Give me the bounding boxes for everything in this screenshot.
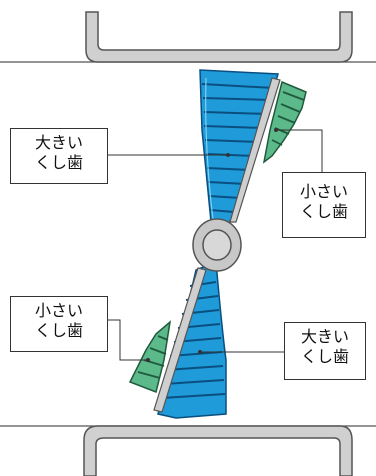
label-upper-left-line1: 大きい xyxy=(34,133,83,152)
label-lower-left-line2: くし歯 xyxy=(34,321,83,340)
top-frame xyxy=(0,11,376,63)
label-upper-left-line2: くし歯 xyxy=(34,153,83,172)
label-lower-left-line1: 小さい xyxy=(34,301,83,320)
upper-large-comb xyxy=(199,69,279,234)
upper-small-comb xyxy=(262,80,307,164)
label-lower-left: 小さい くし歯 xyxy=(10,296,108,352)
lower-small-comb xyxy=(128,320,172,394)
leader-lines xyxy=(108,128,323,362)
label-upper-right: 小さい くし歯 xyxy=(282,172,366,238)
spine xyxy=(153,77,281,413)
label-upper-left: 大きい くし歯 xyxy=(10,128,108,184)
label-lower-right-line2: くし歯 xyxy=(300,347,349,366)
bottom-frame xyxy=(0,425,376,476)
label-lower-right: 大きい くし歯 xyxy=(284,322,366,380)
label-upper-right-line2: くし歯 xyxy=(299,202,348,221)
label-upper-right-line1: 小さい xyxy=(299,182,348,201)
label-lower-right-line1: 大きい xyxy=(300,327,349,346)
